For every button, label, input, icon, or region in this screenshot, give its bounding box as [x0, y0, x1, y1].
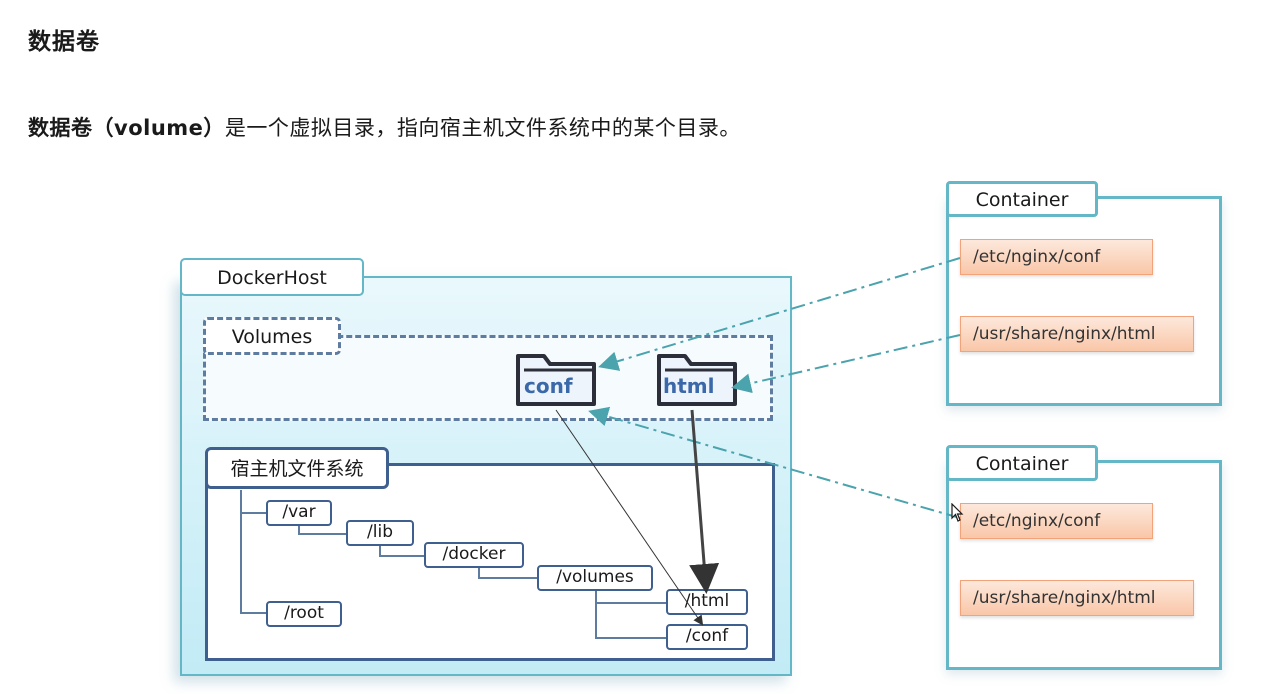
- container-2-html-path: /usr/share/nginx/html: [960, 580, 1194, 616]
- container-1-label: Container: [946, 181, 1098, 217]
- tree-line: [298, 524, 300, 534]
- dir-root: /root: [266, 601, 342, 627]
- tree-line: [240, 612, 268, 614]
- description: 数据卷（volume）是一个虚拟目录，指向宿主机文件系统中的某个目录。: [28, 112, 741, 142]
- description-term: 数据卷（volume）: [28, 116, 225, 140]
- html-folder-label: html: [663, 374, 715, 398]
- tree-line: [595, 591, 597, 639]
- link-volume-conf-to-dir-conf: [555, 409, 704, 626]
- container-2-conf-path: /etc/nginx/conf: [960, 503, 1153, 539]
- page-heading: 数据卷: [28, 29, 100, 55]
- mouse-cursor-icon: [951, 503, 964, 522]
- link-c1-html-to-volume-html: [731, 334, 961, 394]
- conf-folder-icon: [516, 354, 596, 406]
- tree-line: [379, 555, 425, 557]
- link-volume-html-to-dir-html: [689, 409, 720, 594]
- host-fs-label: 宿主机文件系统: [205, 447, 389, 489]
- html-folder-icon: [657, 354, 737, 406]
- tree-line: [595, 637, 667, 639]
- container-2-box: [946, 460, 1222, 670]
- dir-conf: /conf: [666, 624, 748, 650]
- tree-line: [240, 490, 242, 614]
- container-1-conf-path: /etc/nginx/conf: [960, 239, 1153, 275]
- link-c2-conf-to-volume-conf: [588, 406, 961, 519]
- tree-line: [478, 568, 480, 578]
- conf-folder-label: conf: [524, 374, 573, 398]
- container-2-label: Container: [946, 445, 1098, 481]
- tree-line: [478, 577, 538, 579]
- container-1-box: [946, 196, 1222, 406]
- link-c1-conf-to-volume-conf: [598, 257, 961, 371]
- tree-line: [379, 546, 381, 556]
- tree-line: [298, 533, 346, 535]
- description-text: 是一个虚拟目录，指向宿主机文件系统中的某个目录。: [224, 116, 741, 140]
- dir-docker: /docker: [424, 542, 524, 568]
- dir-lib: /lib: [346, 520, 414, 546]
- dir-volumes: /volumes: [537, 565, 653, 591]
- docker-host-label: DockerHost: [180, 258, 364, 296]
- tree-line: [240, 512, 268, 514]
- container-1-html-path: /usr/share/nginx/html: [960, 316, 1194, 352]
- volumes-label: Volumes: [203, 317, 341, 355]
- tree-line: [595, 602, 667, 604]
- dir-var: /var: [266, 500, 332, 526]
